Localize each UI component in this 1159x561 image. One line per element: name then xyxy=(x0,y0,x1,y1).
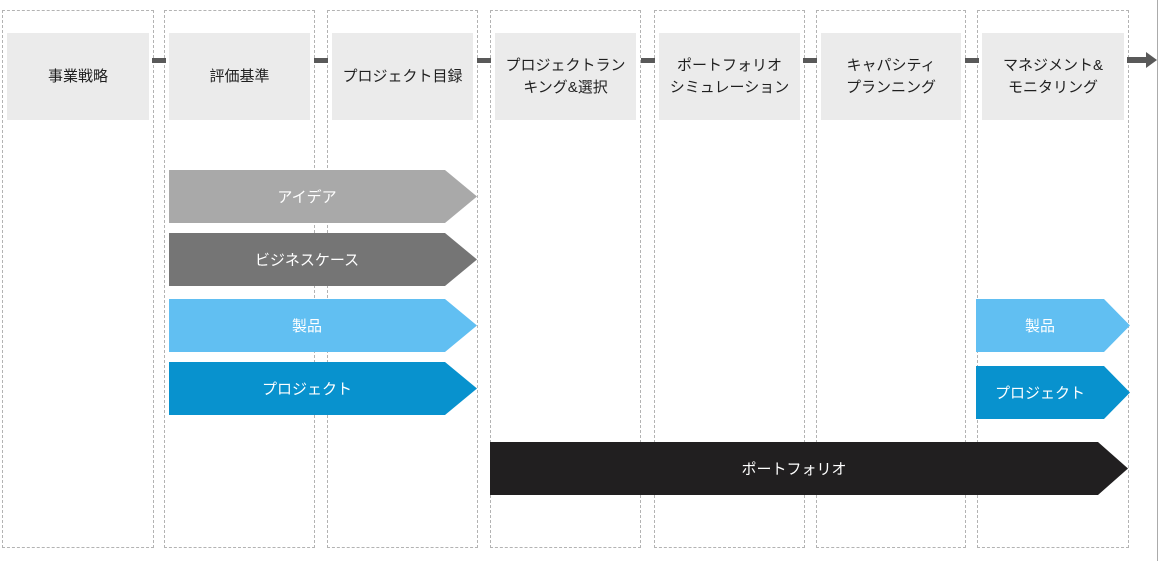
flow-end-arrow-icon xyxy=(1146,52,1157,68)
flow-arrow-product-right-label: 製品 xyxy=(1024,318,1055,335)
phase-column-4: プロジェクトラン キング&選択 xyxy=(490,10,641,548)
phase-connector-3 xyxy=(477,58,491,63)
phase-connector-4 xyxy=(641,58,655,63)
phase-connector-2 xyxy=(314,58,328,63)
phase-column-6: キャパシティ プランニング xyxy=(816,10,966,548)
flow-arrow-business-case: ビジネスケース xyxy=(169,233,477,286)
phase-header-project-ranking-selection: プロジェクトラン キング&選択 xyxy=(495,33,636,120)
phase-header-management-monitoring: マネジメント& モニタリング xyxy=(982,33,1124,120)
phase-header-evaluation-criteria: 評価基準 xyxy=(169,33,310,120)
flow-arrow-project-right: プロジェクト xyxy=(976,366,1130,419)
flow-arrow-idea: アイデア xyxy=(169,170,477,223)
flow-arrow-project-left: プロジェクト xyxy=(169,362,477,415)
phase-connector-1 xyxy=(152,58,166,63)
flow-arrow-product-right: 製品 xyxy=(976,299,1130,352)
phase-column-2: 評価基準 xyxy=(164,10,315,548)
phase-connector-6 xyxy=(965,58,979,63)
flow-arrow-product-left: 製品 xyxy=(169,299,477,352)
phase-connector-5 xyxy=(803,58,817,63)
phase-column-7: マネジメント& モニタリング xyxy=(977,10,1129,548)
flow-arrow-product-left-label: 製品 xyxy=(291,318,322,335)
phase-column-5: ポートフォリオ シミュレーション xyxy=(654,10,805,548)
flow-arrow-portfolio: ポートフォリオ xyxy=(490,442,1128,495)
flow-arrow-business-case-label: ビジネスケース xyxy=(254,252,360,269)
flow-arrow-portfolio-label: ポートフォリオ xyxy=(741,461,847,478)
phase-header-project-inventory: プロジェクト目録 xyxy=(332,33,473,120)
phase-header-portfolio-simulation: ポートフォリオ シミュレーション xyxy=(659,33,800,120)
flow-arrow-idea-label: アイデア xyxy=(277,189,337,206)
flow-arrow-project-left-label: プロジェクト xyxy=(261,381,352,398)
phase-header-capacity-planning: キャパシティ プランニング xyxy=(821,33,961,120)
phase-column-1: 事業戦略 xyxy=(2,10,154,548)
slide-right-edge xyxy=(1157,0,1158,561)
phase-column-3: プロジェクト目録 xyxy=(327,10,478,548)
flow-arrow-project-right-label: プロジェクト xyxy=(994,385,1085,402)
phase-header-business-strategy: 事業戦略 xyxy=(7,33,149,120)
flow-end-arrow-shaft xyxy=(1127,57,1148,63)
